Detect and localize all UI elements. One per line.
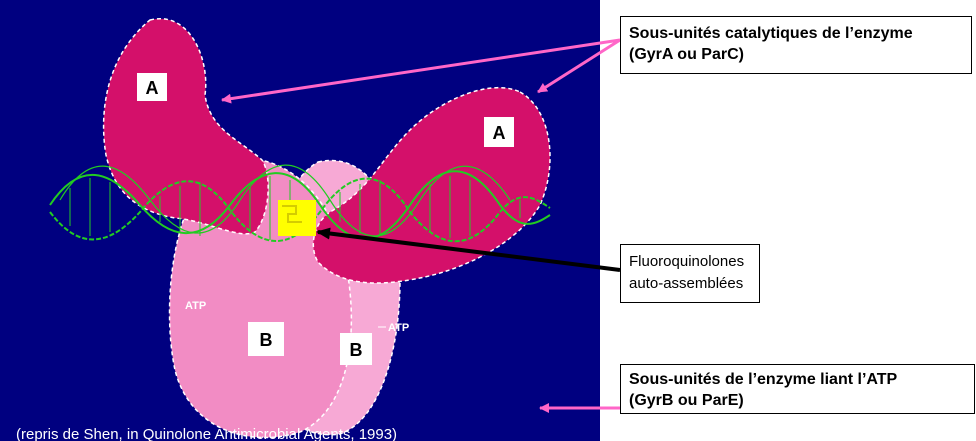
atp-callout-line2: (GyrB ou ParE) [629, 390, 974, 411]
label-b-right: B [350, 340, 363, 360]
label-b-left: B [260, 330, 273, 350]
label-a-left: A [146, 78, 159, 98]
atp-subunits-callout: Sous-unités de l’enzyme liant l’ATP (Gyr… [620, 364, 975, 414]
fluoro-callout-line1: Fluoroquinolones [629, 251, 759, 273]
atp-callout-line1: Sous-unités de l’enzyme liant l’ATP [629, 369, 974, 390]
source-caption: (repris de Shen, in Quinolone Antimicrob… [16, 426, 397, 441]
fluoroquinolones-callout: Fluoroquinolones auto-assemblées [620, 244, 760, 303]
atp-label-right: ATP [388, 322, 409, 334]
label-a-right: A [493, 123, 506, 143]
catalytic-subunits-callout: Sous-unités catalytiques de l’enzyme (Gy… [620, 16, 972, 74]
atp-label-left: ATP [185, 300, 206, 312]
catalytic-callout-line1: Sous-unités catalytiques de l’enzyme [629, 23, 971, 44]
fluoro-callout-line2: auto-assemblées [629, 273, 759, 295]
catalytic-callout-line2: (GyrA ou ParC) [629, 44, 971, 65]
